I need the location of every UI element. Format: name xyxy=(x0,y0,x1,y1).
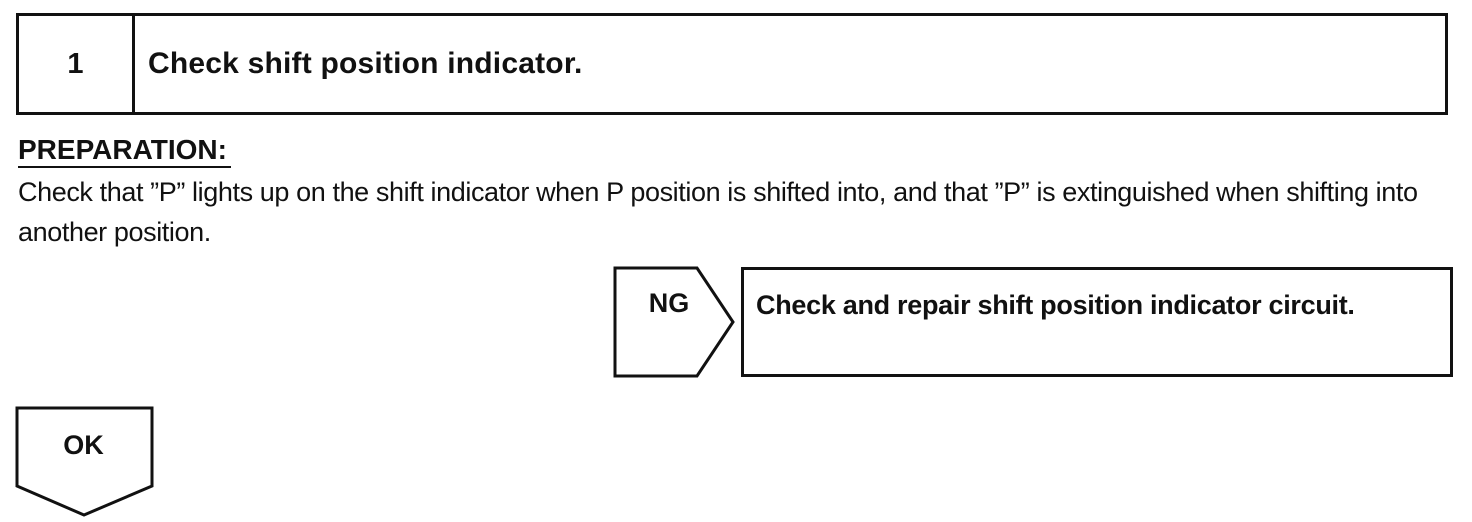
ng-result-box: Check and repair shift position indicato… xyxy=(741,267,1453,377)
ng-label: NG xyxy=(648,288,690,318)
ok-arrow-icon xyxy=(15,406,154,517)
preparation-heading: PREPARATION: xyxy=(18,134,231,168)
ng-arrow-icon xyxy=(613,266,735,378)
ok-label: OK xyxy=(63,430,104,460)
ng-result-text: Check and repair shift position indicato… xyxy=(756,290,1355,320)
step-title: Check shift position indicator. xyxy=(148,47,583,80)
step-number: 1 xyxy=(19,16,135,112)
preparation-text: Check that ”P” lights up on the shift in… xyxy=(18,177,1418,247)
step-header: 1 Check shift position indicator. xyxy=(16,13,1448,115)
